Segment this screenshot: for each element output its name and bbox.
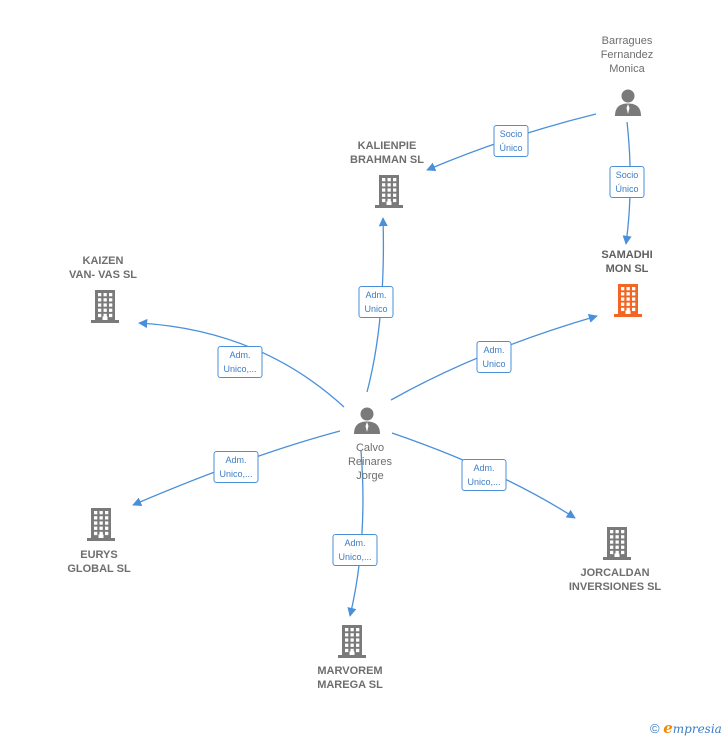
edge-label-barragues-samadhi[interactable]: Socio Único — [609, 166, 645, 198]
building-icon[interactable] — [611, 283, 645, 322]
person-name-calvo[interactable]: Calvo Reinares Jorge — [347, 442, 393, 482]
company-name-eurys[interactable]: EURYS GLOBAL SL — [67, 549, 131, 575]
company-name-kalienpie[interactable]: KALIENPIE BRAHMAN SL — [350, 140, 424, 166]
edge-label-barragues-kalienpie[interactable]: Socio Único — [493, 125, 529, 157]
copyright-symbol: © — [650, 721, 660, 736]
edge-label-calvo-marvorem[interactable]: Adm. Unico,... — [332, 534, 378, 566]
empresia-logo: empresia — [663, 719, 722, 737]
company-name-jorcaldan[interactable]: JORCALDAN INVERSIONES SL — [568, 567, 662, 593]
person-name-barragues[interactable]: Barragues Fernandez Monica — [600, 35, 654, 75]
edge-label-calvo-kaizen[interactable]: Adm. Unico,... — [217, 346, 263, 378]
company-name-kaizen[interactable]: KAIZEN VAN- VAS SL — [68, 255, 138, 281]
edge-label-calvo-eurys[interactable]: Adm. Unico,... — [213, 451, 259, 483]
building-icon[interactable] — [335, 624, 369, 663]
footer-brand[interactable]: © empresia — [650, 719, 722, 737]
company-name-marvorem[interactable]: MARVOREM MAREGA SL — [317, 665, 383, 691]
empresia-logo-initial: e — [663, 719, 673, 737]
building-icon[interactable] — [372, 174, 406, 213]
building-icon[interactable] — [600, 526, 634, 565]
person-icon[interactable] — [352, 405, 382, 440]
building-icon[interactable] — [88, 289, 122, 328]
building-icon[interactable] — [84, 507, 118, 546]
empresia-logo-text: mpresia — [672, 722, 722, 736]
edge-label-calvo-kalienpie[interactable]: Adm. Unico — [358, 286, 394, 318]
person-icon[interactable] — [613, 87, 643, 122]
edge-label-calvo-samadhi[interactable]: Adm. Unico — [476, 341, 512, 373]
edge-label-calvo-jorcaldan[interactable]: Adm. Unico,... — [461, 459, 507, 491]
company-name-samadhi[interactable]: SAMADHI MON SL — [601, 249, 653, 275]
